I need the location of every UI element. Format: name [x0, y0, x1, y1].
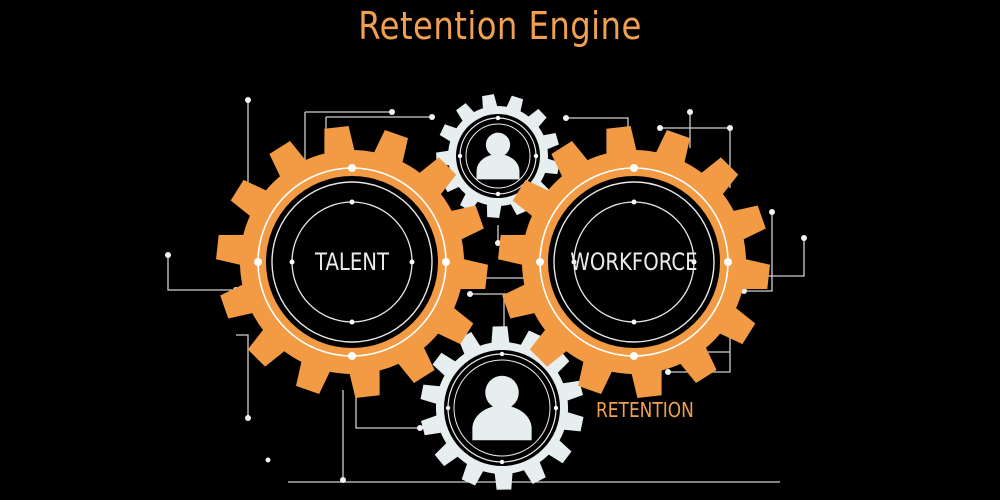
retention-label: RETENTION: [596, 398, 694, 422]
gear-talent: [216, 126, 488, 398]
gear-label-workforce: WORKFORCE: [570, 248, 698, 276]
page-title: Retention Engine: [358, 4, 642, 48]
person-icon: [476, 132, 520, 180]
gear-label-talent: TALENT: [314, 248, 390, 276]
person-icon: [472, 375, 532, 441]
gear-person-bottom: [420, 326, 584, 490]
gear-workforce: [498, 126, 770, 398]
